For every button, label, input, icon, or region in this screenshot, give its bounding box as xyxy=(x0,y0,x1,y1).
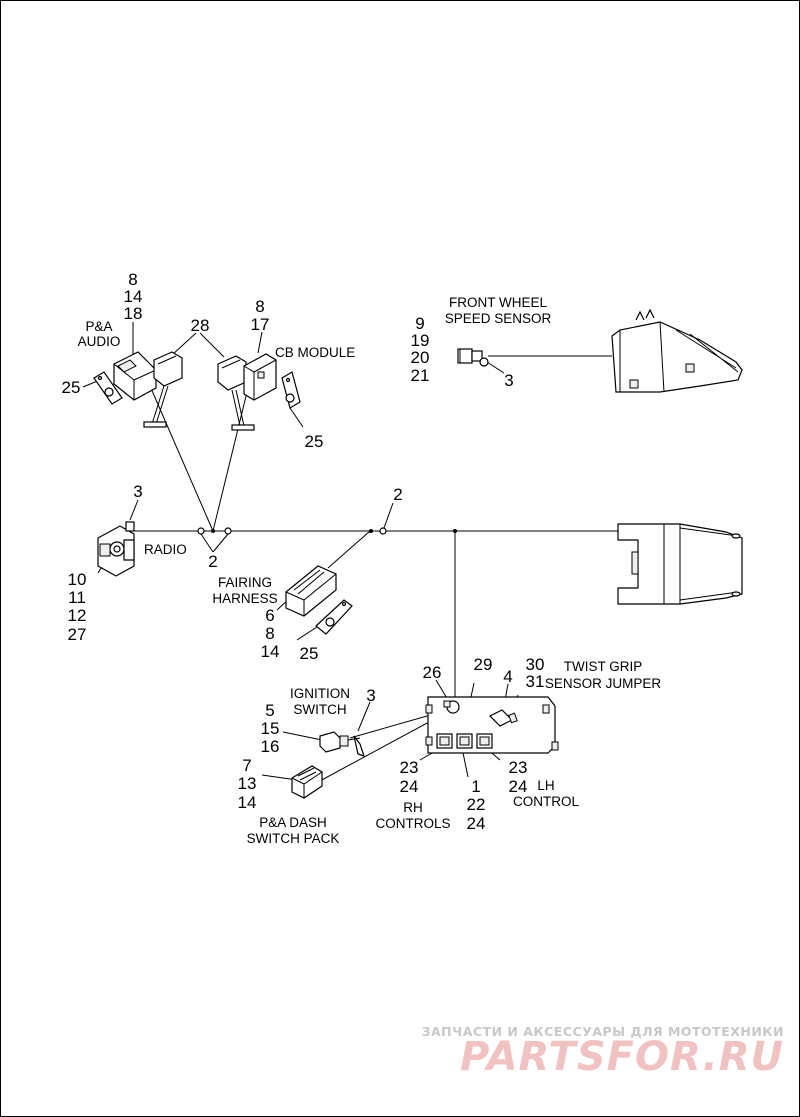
callout-9: 9 xyxy=(415,314,424,333)
caption-fairing-1: FAIRING xyxy=(218,575,272,590)
callout-2-right: 2 xyxy=(393,485,402,504)
caption-twist-grip-2: SENSOR JUMPER xyxy=(545,676,662,691)
leader-lines xyxy=(82,322,519,781)
lower-fork-bracket xyxy=(617,523,743,605)
callout-3-sensor: 3 xyxy=(504,371,513,390)
pa-dash-switch-pack-connector[interactable] xyxy=(291,765,323,799)
radio-unit[interactable] xyxy=(97,521,135,577)
callout-5: 5 xyxy=(265,701,274,720)
callout-17: 17 xyxy=(251,315,270,334)
callout-27: 27 xyxy=(68,625,87,644)
callout-2-left: 2 xyxy=(208,552,217,571)
callout-25-audio: 25 xyxy=(62,378,81,397)
caption-pa-dash-1: P&A DASH xyxy=(259,815,327,830)
callout-8-fairing: 8 xyxy=(265,624,274,643)
caption-ignition-1: IGNITION xyxy=(290,686,350,701)
callout-19: 19 xyxy=(411,331,430,350)
callout-6: 6 xyxy=(265,606,274,625)
caption-lh-2: CONTROL xyxy=(513,794,579,809)
caption-pa-audio-2: AUDIO xyxy=(78,334,121,349)
callout-15: 15 xyxy=(261,719,280,738)
callout-1: 1 xyxy=(471,777,480,796)
callout-31: 31 xyxy=(526,672,545,691)
callout-14-fairing: 14 xyxy=(261,642,280,661)
cb-connector-28[interactable] xyxy=(217,355,255,431)
caption-cb-module: CB MODULE xyxy=(275,345,355,360)
callout-11: 11 xyxy=(68,588,86,607)
callout-28: 28 xyxy=(191,316,210,335)
callout-3-ignition: 3 xyxy=(366,686,375,705)
callout-30: 30 xyxy=(526,655,545,674)
callout-14: 14 xyxy=(124,287,143,306)
callout-23-lh: 23 xyxy=(509,758,528,777)
speed-sensor[interactable] xyxy=(457,348,489,367)
callout-3-radio: 3 xyxy=(133,482,142,501)
cb-bracket-25[interactable] xyxy=(281,371,301,409)
caption-radio: RADIO xyxy=(144,542,187,557)
callout-29: 29 xyxy=(474,655,493,674)
callout-labels: 8 14 18 P&A AUDIO 28 8 17 CB MODULE 25 2… xyxy=(62,270,662,846)
callout-12: 12 xyxy=(68,606,87,625)
caption-front-wheel-1: FRONT WHEEL xyxy=(449,295,547,310)
watermark-tagline: ЗАПЧАСТИ И АКСЕССУАРЫ ДЛЯ МОТОТЕХНИКИ xyxy=(422,1024,784,1039)
splice-26[interactable] xyxy=(443,700,460,714)
caption-fairing-2: HARNESS xyxy=(212,591,277,606)
callout-14-dash: 14 xyxy=(238,793,257,812)
callout-25-cb: 25 xyxy=(305,432,324,451)
pa-audio-module[interactable] xyxy=(113,351,157,401)
twist-grip-jumper-connector[interactable] xyxy=(488,709,518,727)
caption-twist-grip-1: TWIST GRIP xyxy=(564,659,643,674)
callout-20: 20 xyxy=(411,348,430,367)
callout-23-rh: 23 xyxy=(400,758,419,777)
callout-21: 21 xyxy=(411,366,430,385)
caption-lh-1: LH xyxy=(537,778,554,793)
rh-connectors[interactable] xyxy=(436,733,493,749)
callout-22: 22 xyxy=(467,795,486,814)
watermark-logo: PARTSFOR.RU xyxy=(460,1034,784,1080)
caption-rh-1: RH xyxy=(403,800,423,815)
callout-24-center: 24 xyxy=(467,814,486,833)
caption-ignition-2: SWITCH xyxy=(293,702,346,717)
callout-8-cb: 8 xyxy=(255,297,264,316)
caption-pa-audio-1: P&A xyxy=(85,319,112,334)
caption-rh-2: CONTROLS xyxy=(375,816,450,831)
callout-24-rh: 24 xyxy=(400,777,419,796)
callout-8: 8 xyxy=(128,270,137,289)
front-fork-bracket xyxy=(611,308,743,393)
callout-10: 10 xyxy=(68,570,87,589)
cb-module[interactable] xyxy=(243,353,277,401)
fairing-harness-connector[interactable] xyxy=(285,565,337,617)
fairing-bracket-25[interactable] xyxy=(315,599,353,635)
callout-7: 7 xyxy=(242,756,251,775)
callout-24-lh: 24 xyxy=(509,777,528,796)
callout-26: 26 xyxy=(423,663,442,682)
audio-bracket-25[interactable] xyxy=(93,371,123,405)
watermark: ЗАПЧАСТИ И АКСЕССУАРЫ ДЛЯ МОТОТЕХНИКИ PA… xyxy=(422,1024,784,1080)
wire-clips xyxy=(197,527,457,535)
audio-connector-28[interactable] xyxy=(143,351,183,428)
callout-18: 18 xyxy=(124,304,143,323)
ignition-switch-connector[interactable] xyxy=(319,731,365,757)
callout-25-fairing: 25 xyxy=(300,644,319,663)
caption-front-wheel-2: SPEED SENSOR xyxy=(445,311,552,326)
callout-16: 16 xyxy=(261,737,280,756)
caption-pa-dash-2: SWITCH PACK xyxy=(247,831,340,846)
callout-4: 4 xyxy=(503,667,512,686)
callout-13: 13 xyxy=(238,774,257,793)
